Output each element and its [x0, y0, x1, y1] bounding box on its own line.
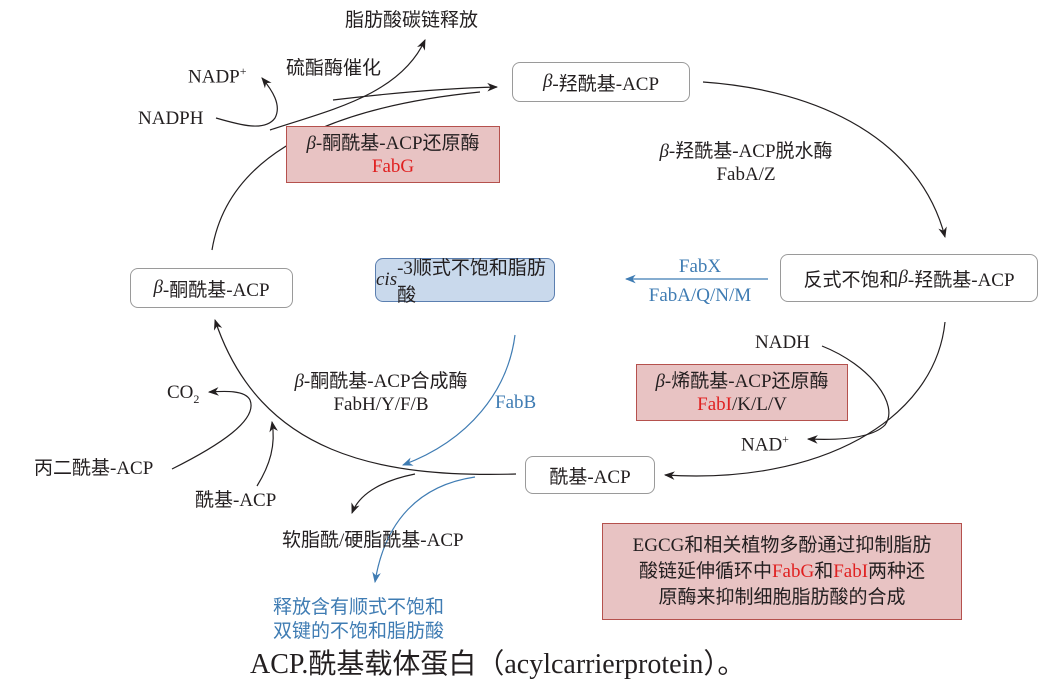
arrow-fabb	[401, 334, 516, 466]
nadp-plus-label: NADP+	[188, 64, 247, 88]
palmitoyl-stearoyl-label: 软脂酰/硬脂酰基-ACP	[282, 530, 464, 551]
node-ketoacyl-acp: β-酮酰基-ACP	[130, 268, 293, 308]
node-acyl-acp: 酰基-ACP	[525, 456, 655, 494]
faba-qnm-label: FabA/Q/N/M	[648, 285, 752, 306]
arrow-malonyl	[171, 387, 252, 470]
arc-trans-to-acyl	[663, 321, 946, 480]
fabg-enzyme-box: β-酮酰基-ACP还原酶 FabG	[286, 126, 500, 183]
arc-keto-to-hydroxy-head	[332, 82, 499, 101]
fabx-label: FabX	[678, 256, 722, 277]
nadh-label: NADH	[755, 332, 810, 353]
fabi-enzyme-box: β-烯酰基-ACP还原酶 FabI/K/L/V	[636, 364, 848, 421]
nadph-label: NADPH	[138, 108, 204, 129]
fatty-acid-release-label: 脂肪酸碳链释放	[345, 10, 479, 31]
malonyl-acp-label: 丙二酰基-ACP	[34, 458, 154, 479]
arrow-acyl-input	[256, 420, 278, 487]
unsaturated-release-label: 释放含有顺式不饱和 双键的不饱和脂肪酸	[273, 597, 445, 642]
egcg-note-box: EGCG和相关植物多酚通过抑制脂肪 酸链延伸循环中FabG和FabI两种还 原酶…	[602, 523, 962, 620]
nad-plus-label: NAD+	[741, 432, 789, 456]
thioesterase-label: 硫酯酶催化	[286, 58, 382, 79]
arrow-release-unsat	[372, 476, 476, 584]
arrow-nadph	[215, 77, 278, 127]
arc-keto-to-hydroxy	[211, 91, 481, 251]
fabb-label: FabB	[495, 392, 537, 413]
node-cis3-unsaturated: cis-3顺式不饱和脂肪酸	[375, 258, 555, 306]
arrow-to-palmitoyl	[351, 473, 416, 515]
synthase-label: β-酮酰基-ACP合成酶 FabH/Y/F/B	[294, 371, 468, 415]
arrow-release	[269, 39, 426, 131]
co2-label: CO2	[167, 382, 200, 406]
node-hydroxyacyl-acp: β-羟酰基-ACP	[512, 62, 690, 102]
arc-hydroxy-to-trans	[702, 81, 947, 239]
arrow-nadh	[806, 345, 890, 444]
figure-caption: ACP.酰基载体蛋白（acylcarrierprotein）。	[250, 649, 746, 680]
dehydratase-label: β-羟酰基-ACP脱水酶 FabA/Z	[659, 141, 833, 185]
arc-acyl-to-keto	[213, 318, 517, 475]
acyl-acp-input-label: 酰基-ACP	[195, 490, 277, 511]
